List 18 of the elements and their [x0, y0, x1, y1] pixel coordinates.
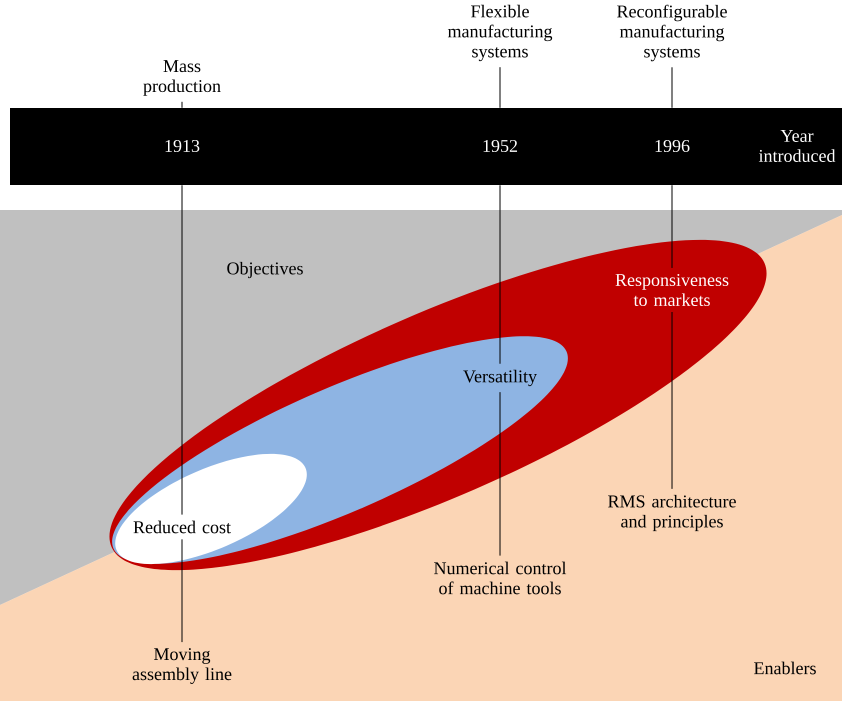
connector-line: [672, 312, 673, 490]
region-label: Objectives: [227, 262, 303, 278]
node-label: Numerical control of machine tools: [434, 562, 566, 594]
node-label: Reconfigurable manufacturing systems: [617, 4, 727, 62]
year-label: 1952: [484, 140, 518, 152]
region-label: Enablers: [754, 662, 816, 674]
connector-line: [672, 66, 673, 108]
year-label: 1913: [166, 140, 200, 152]
year-label: 1996: [656, 140, 690, 152]
connector-line: [672, 184, 673, 268]
node-label: Moving assembly line: [132, 648, 232, 684]
node-label: Versatility: [463, 370, 537, 386]
node-label: Reduced cost: [134, 520, 231, 534]
node-label: Responsiveness to markets: [616, 274, 728, 306]
node-label: Mass production: [143, 60, 221, 96]
year-label: Year introduced: [758, 130, 836, 162]
node-label: RMS architecture and principles: [608, 494, 736, 532]
node-label: Flexible manufacturing systems: [448, 4, 552, 62]
